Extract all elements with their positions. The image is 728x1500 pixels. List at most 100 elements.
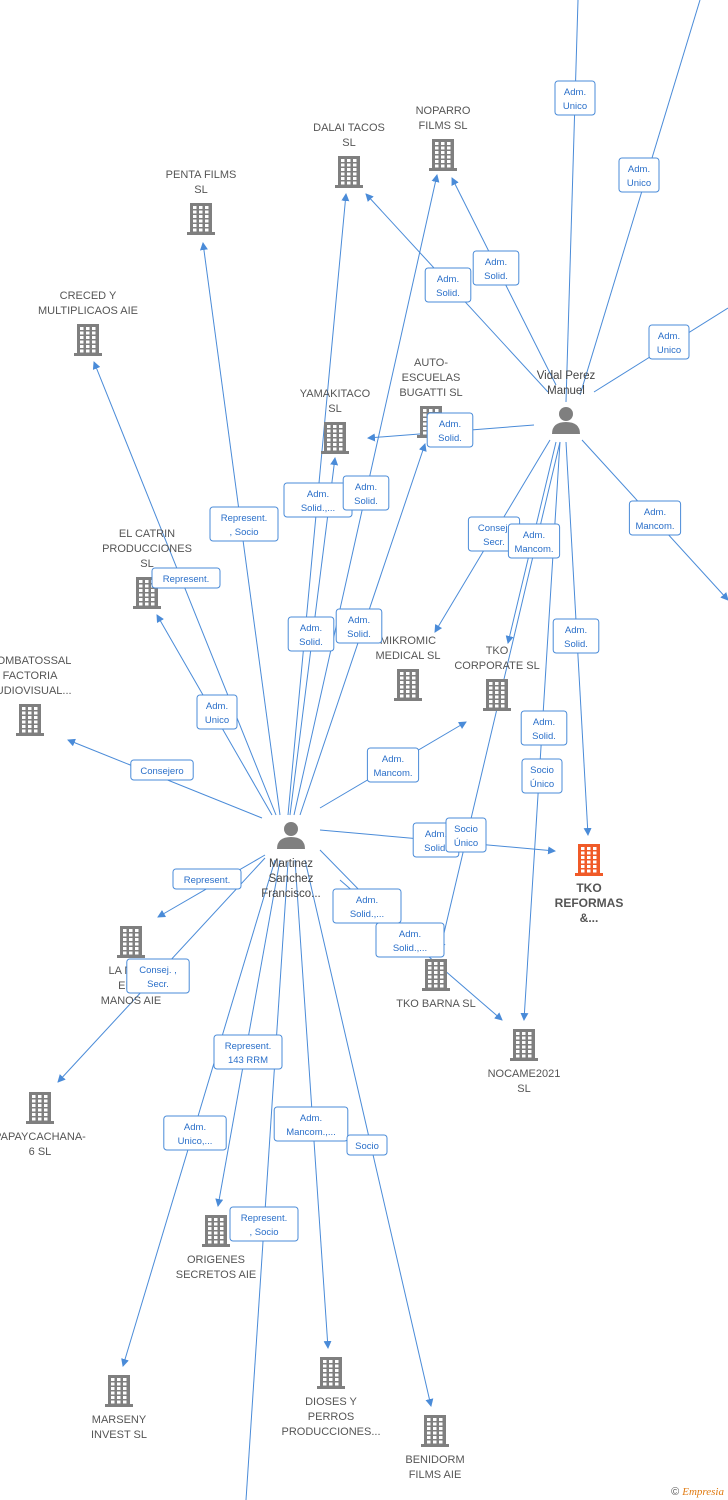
node-dioses[interactable]: DIOSES YPERROSPRODUCCIONES...: [281, 1357, 381, 1438]
building-window: [220, 1218, 224, 1221]
relation-badge[interactable]: Represent., Socio: [209, 506, 279, 542]
relation-badge[interactable]: Adm.Mancom.: [628, 500, 682, 536]
person-body: [552, 422, 580, 434]
building-window: [220, 1231, 224, 1235]
relation-badge[interactable]: Adm.Solid.: [552, 618, 600, 654]
building-window: [86, 340, 90, 344]
building-window: [495, 700, 499, 703]
building-window: [400, 690, 404, 693]
relation-badge[interactable]: Consejero: [130, 759, 194, 781]
node-label: SL: [140, 558, 153, 570]
building-window: [400, 694, 404, 698]
building-window: [516, 1050, 520, 1053]
building-window: [135, 951, 139, 955]
relation-badge[interactable]: Adm.Solid.: [424, 267, 472, 303]
building-base: [422, 988, 450, 991]
node-papaycachana[interactable]: PAPAYCACHANA-6 SL: [0, 1092, 86, 1158]
building-window: [406, 681, 410, 684]
relation-badge[interactable]: Adm.Solid.: [342, 475, 390, 511]
relation-badge[interactable]: Adm.Solid.,...: [283, 482, 353, 518]
node-tkobarna[interactable]: TKO BARNA SL: [396, 959, 476, 1010]
building-window: [406, 685, 410, 689]
badge-box: [554, 80, 596, 116]
building-icon: [483, 679, 511, 711]
relation-badge[interactable]: Adm.Solid.: [472, 250, 520, 286]
relation-badge[interactable]: Adm.Unico: [618, 157, 660, 193]
badge-label: Represent.: [163, 574, 209, 585]
badge-label: Adm.: [300, 1113, 322, 1124]
building-window: [145, 589, 149, 592]
badge-box: [366, 747, 420, 783]
relation-badge[interactable]: Adm.Solid.,...: [332, 888, 402, 924]
badge-label: Mancom.: [514, 544, 553, 555]
building-window: [353, 168, 357, 171]
node-martinez[interactable]: MartinezSanchezFrancisco...: [261, 822, 321, 900]
relation-badge[interactable]: Adm.Mancom.: [507, 523, 561, 559]
badge-label: Consejero: [140, 766, 183, 777]
building-window: [323, 1364, 327, 1368]
building-window: [145, 584, 149, 588]
relation-badge[interactable]: Socio: [346, 1134, 388, 1156]
node-label: SL: [194, 184, 207, 196]
building-window: [123, 938, 127, 941]
relation-badge[interactable]: Adm.Solid.: [520, 710, 568, 746]
relation-badge[interactable]: Adm.Unico: [196, 694, 238, 730]
building-window: [205, 224, 209, 227]
building-window: [427, 1422, 431, 1426]
badge-label: Socio: [355, 1141, 379, 1152]
building-window: [111, 1400, 115, 1404]
badge-label: Adm.: [348, 615, 370, 626]
building-window: [587, 860, 591, 864]
building-base: [74, 353, 102, 356]
relation-badge[interactable]: Adm.Solid.,...: [375, 922, 445, 958]
building-icon: [26, 1092, 54, 1124]
node-combatossal[interactable]: COMBATOSSALFACTORIAAUDIOVISUAL...: [0, 655, 72, 736]
badge-label: Solid.: [564, 639, 588, 650]
building-window: [581, 851, 585, 855]
node-label: PRODUCCIONES...: [281, 1426, 380, 1438]
relation-badge[interactable]: Consej. ,Secr.: [126, 958, 190, 994]
node-label: NOCAME2021: [488, 1068, 561, 1080]
relation-badge[interactable]: Adm.Solid.: [426, 412, 474, 448]
building-base: [335, 185, 363, 188]
building-window: [441, 155, 445, 159]
brand-logo[interactable]: Empresia: [682, 1486, 724, 1498]
relation-badge[interactable]: Represent., Socio: [229, 1206, 299, 1242]
building-window: [34, 725, 38, 728]
badge-label: Adm.: [307, 489, 329, 500]
relation-badge[interactable]: Adm.Unico,...: [163, 1115, 227, 1151]
relation-badge[interactable]: Represent.: [151, 567, 221, 589]
relation-badge[interactable]: Adm.Solid.: [287, 616, 335, 652]
building-window: [412, 690, 416, 693]
node-label: COMBATOSSAL: [0, 655, 71, 667]
building-window: [44, 1099, 48, 1103]
relation-badge[interactable]: Represent.: [172, 868, 242, 890]
relation-badge[interactable]: Adm.Mancom.: [366, 747, 420, 783]
relation-badge[interactable]: Adm.Unico: [648, 324, 690, 360]
building-window: [333, 434, 337, 437]
relation-badge[interactable]: Adm.Solid.: [335, 608, 383, 644]
badge-label: Secr.: [147, 979, 169, 990]
relation-badge[interactable]: Adm.Unico: [554, 80, 596, 116]
relation-badge[interactable]: Adm.Mancom.,...: [273, 1106, 349, 1142]
node-tkoreformas[interactable]: TKOREFORMAS&...: [555, 844, 624, 925]
building-icon: [117, 926, 145, 958]
relation-badge[interactable]: Represent.143 RRM: [213, 1034, 283, 1070]
building-window: [440, 984, 444, 988]
building-window: [44, 1117, 48, 1121]
building-window: [214, 1222, 218, 1226]
